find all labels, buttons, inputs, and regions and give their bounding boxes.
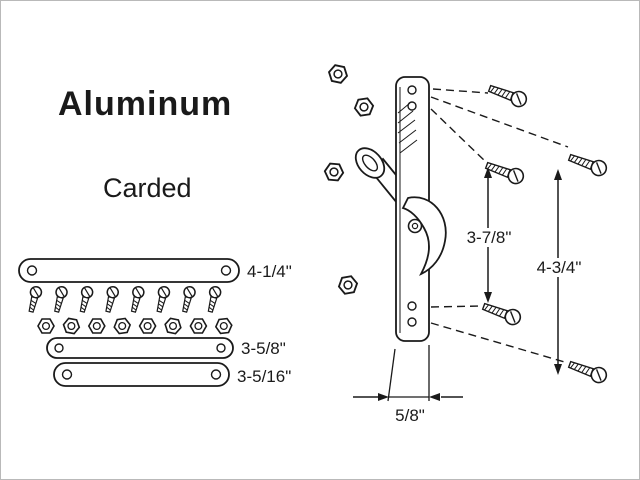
- hex-nut-icon: [162, 316, 184, 336]
- dimension-plate-width: 5/8": [353, 345, 463, 425]
- bar-top-dimension: 4-1/4": [247, 262, 292, 281]
- machine-screw-icon: [483, 157, 527, 187]
- latch-eyelet: [354, 147, 386, 179]
- plate-width-label: 5/8": [395, 406, 425, 425]
- plate-hole: [407, 317, 417, 327]
- nut-row: [37, 316, 234, 336]
- bar-hole: [61, 369, 73, 380]
- screw-row: [25, 284, 223, 314]
- small-screw-icon: [178, 284, 197, 314]
- hole-spacing-label: 3-7/8": [467, 228, 512, 247]
- assembly-guide-lines: [430, 88, 569, 364]
- bar-middle-dimension: 3-5/8": [241, 339, 286, 358]
- keeper-bar-middle: [46, 337, 234, 359]
- dimension-hole-spacing: 3-7/8": [462, 167, 516, 303]
- hex-nut-icon: [88, 318, 106, 334]
- dimension-overall-height: 4-3/4": [530, 169, 588, 375]
- small-screw-icon: [101, 284, 121, 314]
- material-heading: Aluminum: [58, 85, 232, 123]
- bar-bottom-dimension: 3-5/16": [237, 367, 291, 386]
- small-screw-icon: [127, 284, 146, 314]
- bar-hole: [54, 343, 64, 353]
- latch-hook: [401, 196, 447, 276]
- hex-nut-icon: [352, 96, 376, 118]
- bar-hole: [26, 265, 38, 276]
- machine-screw-icon: [566, 149, 610, 179]
- bar-hole: [216, 343, 226, 353]
- hex-nut-icon: [323, 162, 345, 182]
- overall-height-label: 4-3/4": [537, 258, 582, 277]
- hex-nut-icon: [214, 317, 234, 335]
- keeper-bar-bottom: [53, 362, 230, 387]
- machine-screw-icon: [480, 298, 524, 328]
- packaging-label: Carded: [103, 173, 192, 203]
- machine-screw-icon: [566, 356, 610, 386]
- hex-nut-icon: [326, 63, 350, 85]
- sash-lock: [354, 76, 447, 342]
- hex-nut-icon: [189, 318, 208, 334]
- hex-nut-icon: [112, 317, 132, 335]
- plate-hole: [407, 301, 417, 311]
- hex-nut-icon: [61, 316, 82, 336]
- hex-nut-icon: [37, 318, 55, 334]
- small-screw-icon: [50, 284, 69, 314]
- keeper-bar-top: [18, 258, 240, 283]
- small-screw-icon: [76, 284, 95, 314]
- loose-nuts: [323, 63, 376, 296]
- plate-hole: [407, 85, 417, 95]
- machine-screw-icon: [486, 80, 530, 110]
- bar-hole: [220, 265, 232, 276]
- hex-nut-icon: [138, 318, 157, 334]
- small-screw-icon: [25, 284, 44, 314]
- latch-pivot-center: [411, 222, 419, 230]
- plate-hatching: [397, 102, 418, 154]
- hex-nut-icon: [336, 274, 360, 296]
- small-screw-icon: [153, 284, 172, 314]
- bar-hole: [210, 369, 222, 380]
- plate-hole: [407, 101, 417, 111]
- small-screw-icon: [204, 284, 223, 314]
